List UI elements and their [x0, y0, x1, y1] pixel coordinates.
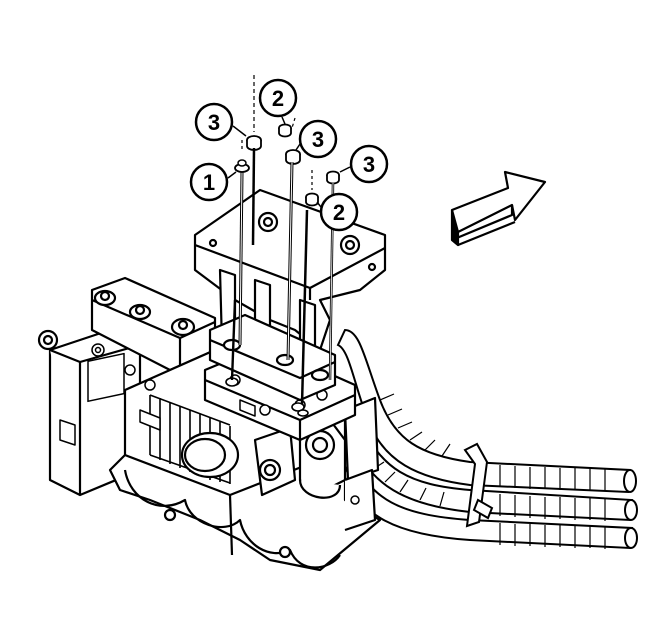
callout-2-top: 2 — [258, 78, 298, 125]
stud-1 — [234, 140, 250, 346]
callout-2-top-label: 2 — [272, 86, 284, 111]
nut-2-top — [278, 117, 296, 138]
callout-3-middle-label: 3 — [312, 127, 324, 152]
callout-3-right-label: 3 — [363, 152, 375, 177]
wiring-harness — [336, 328, 638, 550]
callout-3-left-label: 3 — [208, 110, 220, 135]
callout-3-left: 3 — [194, 102, 247, 142]
callout-2-lower-label: 2 — [333, 200, 345, 225]
callout-1-label: 1 — [203, 170, 215, 195]
stud-3-middle — [285, 149, 301, 361]
callout-3-middle: 3 — [295, 119, 338, 159]
callout-3-right: 3 — [339, 144, 389, 184]
front-direction-arrow-icon — [450, 170, 547, 247]
nut-3-left — [246, 75, 262, 246]
callout-2-lower: 2 — [316, 192, 359, 232]
callout-1: 1 — [189, 162, 237, 202]
